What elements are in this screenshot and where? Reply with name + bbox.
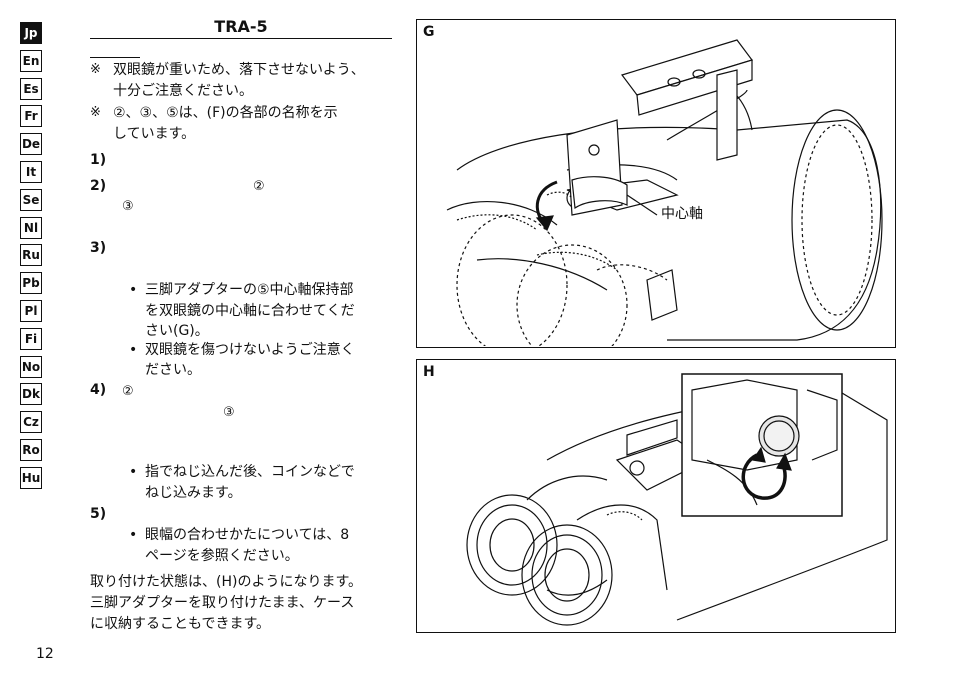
step-number: 3) — [90, 240, 107, 256]
language-tabs: Jp En Es Fr De It Se Nl Ru Pb Pl Fi No D… — [20, 22, 44, 495]
step-number: 1) — [90, 152, 107, 168]
lang-tab-hu[interactable]: Hu — [20, 466, 42, 489]
closing-line: に収納することもできます。 — [90, 616, 271, 632]
bullet-dot: • — [129, 342, 138, 358]
bullet-dot: • — [129, 464, 138, 480]
lang-tab-no[interactable]: No — [20, 355, 42, 378]
lang-tab-jp[interactable]: Jp — [20, 22, 42, 44]
bullet-line: 眼幅の合わせかたについては、8 — [145, 527, 350, 543]
figure-g-label: G — [423, 24, 435, 40]
lang-tab-it[interactable]: It — [20, 160, 42, 183]
lang-tab-ru[interactable]: Ru — [20, 244, 42, 267]
short-divider — [90, 57, 140, 58]
bullet-line: ページを参照ください。 — [145, 548, 299, 564]
note-line: 双眼鏡が重いため、落下させないよう、 — [113, 62, 365, 78]
figure-g: G 中心軸 — [416, 19, 896, 348]
lang-tab-cz[interactable]: Cz — [20, 411, 42, 434]
figure-h: H — [416, 359, 896, 633]
bullet-line: 指でねじ込んだ後、コインなどで — [145, 464, 355, 480]
lang-tab-pl[interactable]: Pl — [20, 299, 42, 322]
note-line: しています。 — [113, 126, 196, 142]
note-line: ②、③、⑤は、(F)の各部の名称を示 — [113, 105, 338, 121]
closing-line: 三脚アダプターを取り付けたまま、ケース — [90, 595, 355, 611]
page-number: 12 — [36, 646, 54, 662]
note-line: 十分ご注意ください。 — [113, 83, 253, 99]
note-mark: ※ — [90, 105, 101, 120]
bullet-line: ねじ込みます。 — [145, 485, 242, 501]
lang-tab-fi[interactable]: Fi — [20, 327, 42, 350]
figure-h-label: H — [423, 364, 435, 380]
bullet-line: 三脚アダプターの⑤中心軸保持部 — [145, 282, 354, 298]
bullet-dot: • — [129, 282, 138, 298]
bullet-dot: • — [129, 527, 138, 543]
lang-tab-se[interactable]: Se — [20, 188, 42, 211]
note-mark: ※ — [90, 62, 101, 77]
step-number: 2) — [90, 178, 107, 194]
lang-tab-en[interactable]: En — [20, 49, 42, 72]
lang-tab-ro[interactable]: Ro — [20, 438, 42, 461]
figure-h-illustration — [466, 373, 888, 626]
part-mark: ② — [253, 179, 265, 194]
bullet-line: 双眼鏡を傷つけないようご注意く — [145, 342, 355, 358]
lang-tab-fr[interactable]: Fr — [20, 105, 42, 128]
lang-tab-nl[interactable]: Nl — [20, 216, 42, 239]
bullet-line: を双眼鏡の中心軸に合わせてくだ — [145, 303, 355, 319]
lang-tab-dk[interactable]: Dk — [20, 383, 42, 406]
closing-line: 取り付けた状態は、(H)のようになります。 — [90, 574, 363, 590]
bullet-line: ださい。 — [145, 362, 201, 378]
step-number: 4) — [90, 382, 107, 398]
part-mark: ③ — [223, 405, 235, 420]
title-divider — [90, 38, 392, 39]
center-shaft-callout: 中心軸 — [661, 206, 703, 222]
step-number: 5) — [90, 506, 107, 522]
bullet-line: さい(G)。 — [145, 323, 209, 339]
lang-tab-de[interactable]: De — [20, 133, 42, 156]
lang-tab-es[interactable]: Es — [20, 77, 42, 100]
part-mark: ③ — [122, 199, 134, 214]
section-title: TRA-5 — [214, 17, 268, 36]
lang-tab-pb[interactable]: Pb — [20, 272, 42, 295]
figure-g-illustration — [446, 39, 883, 346]
part-mark: ② — [122, 384, 134, 399]
